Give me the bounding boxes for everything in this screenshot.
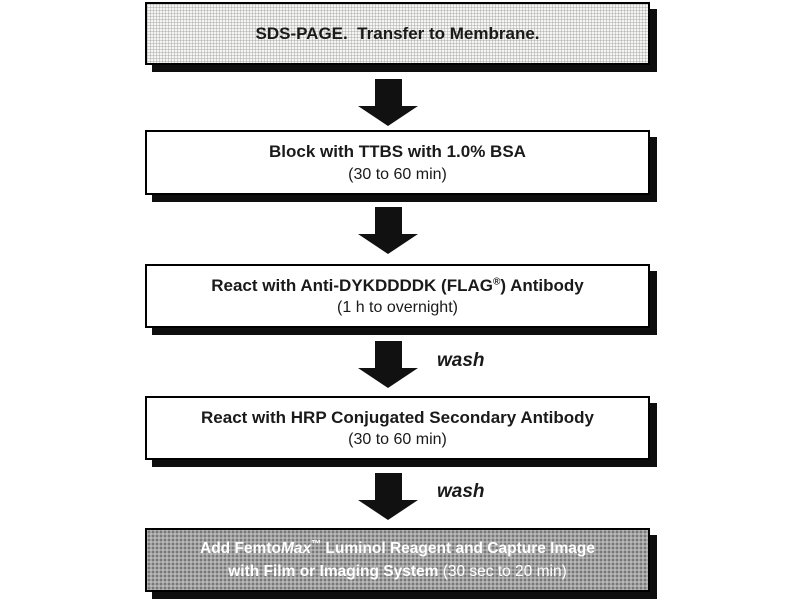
step-box-block: Block with TTBS with 1.0% BSA (30 to 60 … (145, 130, 650, 195)
step-duration: (30 to 60 min) (348, 431, 447, 449)
arrow-head (358, 234, 418, 254)
arrow-head (358, 368, 418, 388)
step-title-text: React with Anti-DYKDDDDK (FLAG (211, 275, 493, 295)
step-title: React with Anti-DYKDDDDK (FLAG®) Antibod… (211, 275, 584, 296)
step-title-text: Add Femto (200, 539, 281, 557)
step-box-secondary-antibody: React with HRP Conjugated Secondary Anti… (145, 396, 650, 460)
step-title-text: ) Antibody (500, 275, 584, 295)
step-box-sds-page: SDS-PAGE. Transfer to Membrane. (145, 2, 650, 65)
step-duration: (30 to 60 min) (348, 165, 447, 183)
step-title: SDS-PAGE. Transfer to Membrane. (255, 23, 540, 43)
trademark-mark: ™ (311, 538, 322, 550)
registered-mark: ® (492, 276, 501, 288)
down-arrow-icon (358, 79, 418, 126)
down-arrow-icon (358, 207, 418, 254)
step-title: React with HRP Conjugated Secondary Anti… (201, 407, 594, 427)
step-title: Add FemtoMax™ Luminol Reagent and Captur… (200, 537, 595, 560)
step-title-text: with Film or Imaging System (228, 563, 443, 580)
down-arrow-icon (358, 341, 418, 388)
down-arrow-icon (358, 473, 418, 520)
wash-label: wash (437, 350, 485, 371)
step-duration: (30 sec to 20 min) (442, 563, 567, 580)
arrow-head (358, 500, 418, 520)
arrow-stem (374, 473, 402, 500)
step-title: with Film or Imaging System (30 sec to 2… (228, 560, 567, 583)
step-box-detection: Add FemtoMax™ Luminol Reagent and Captur… (145, 528, 650, 592)
arrow-stem (374, 79, 402, 106)
wash-label: wash (437, 481, 485, 502)
step-title: Block with TTBS with 1.0% BSA (269, 142, 526, 162)
arrow-stem (374, 207, 402, 234)
arrow-head (358, 106, 418, 126)
step-title-text: Luminol Reagent and Capture Image (321, 539, 595, 557)
product-name-italic: Max (280, 539, 312, 557)
step-duration: (1 h to overnight) (337, 299, 458, 317)
step-box-primary-antibody: React with Anti-DYKDDDDK (FLAG®) Antibod… (145, 264, 650, 328)
arrow-stem (374, 341, 402, 368)
